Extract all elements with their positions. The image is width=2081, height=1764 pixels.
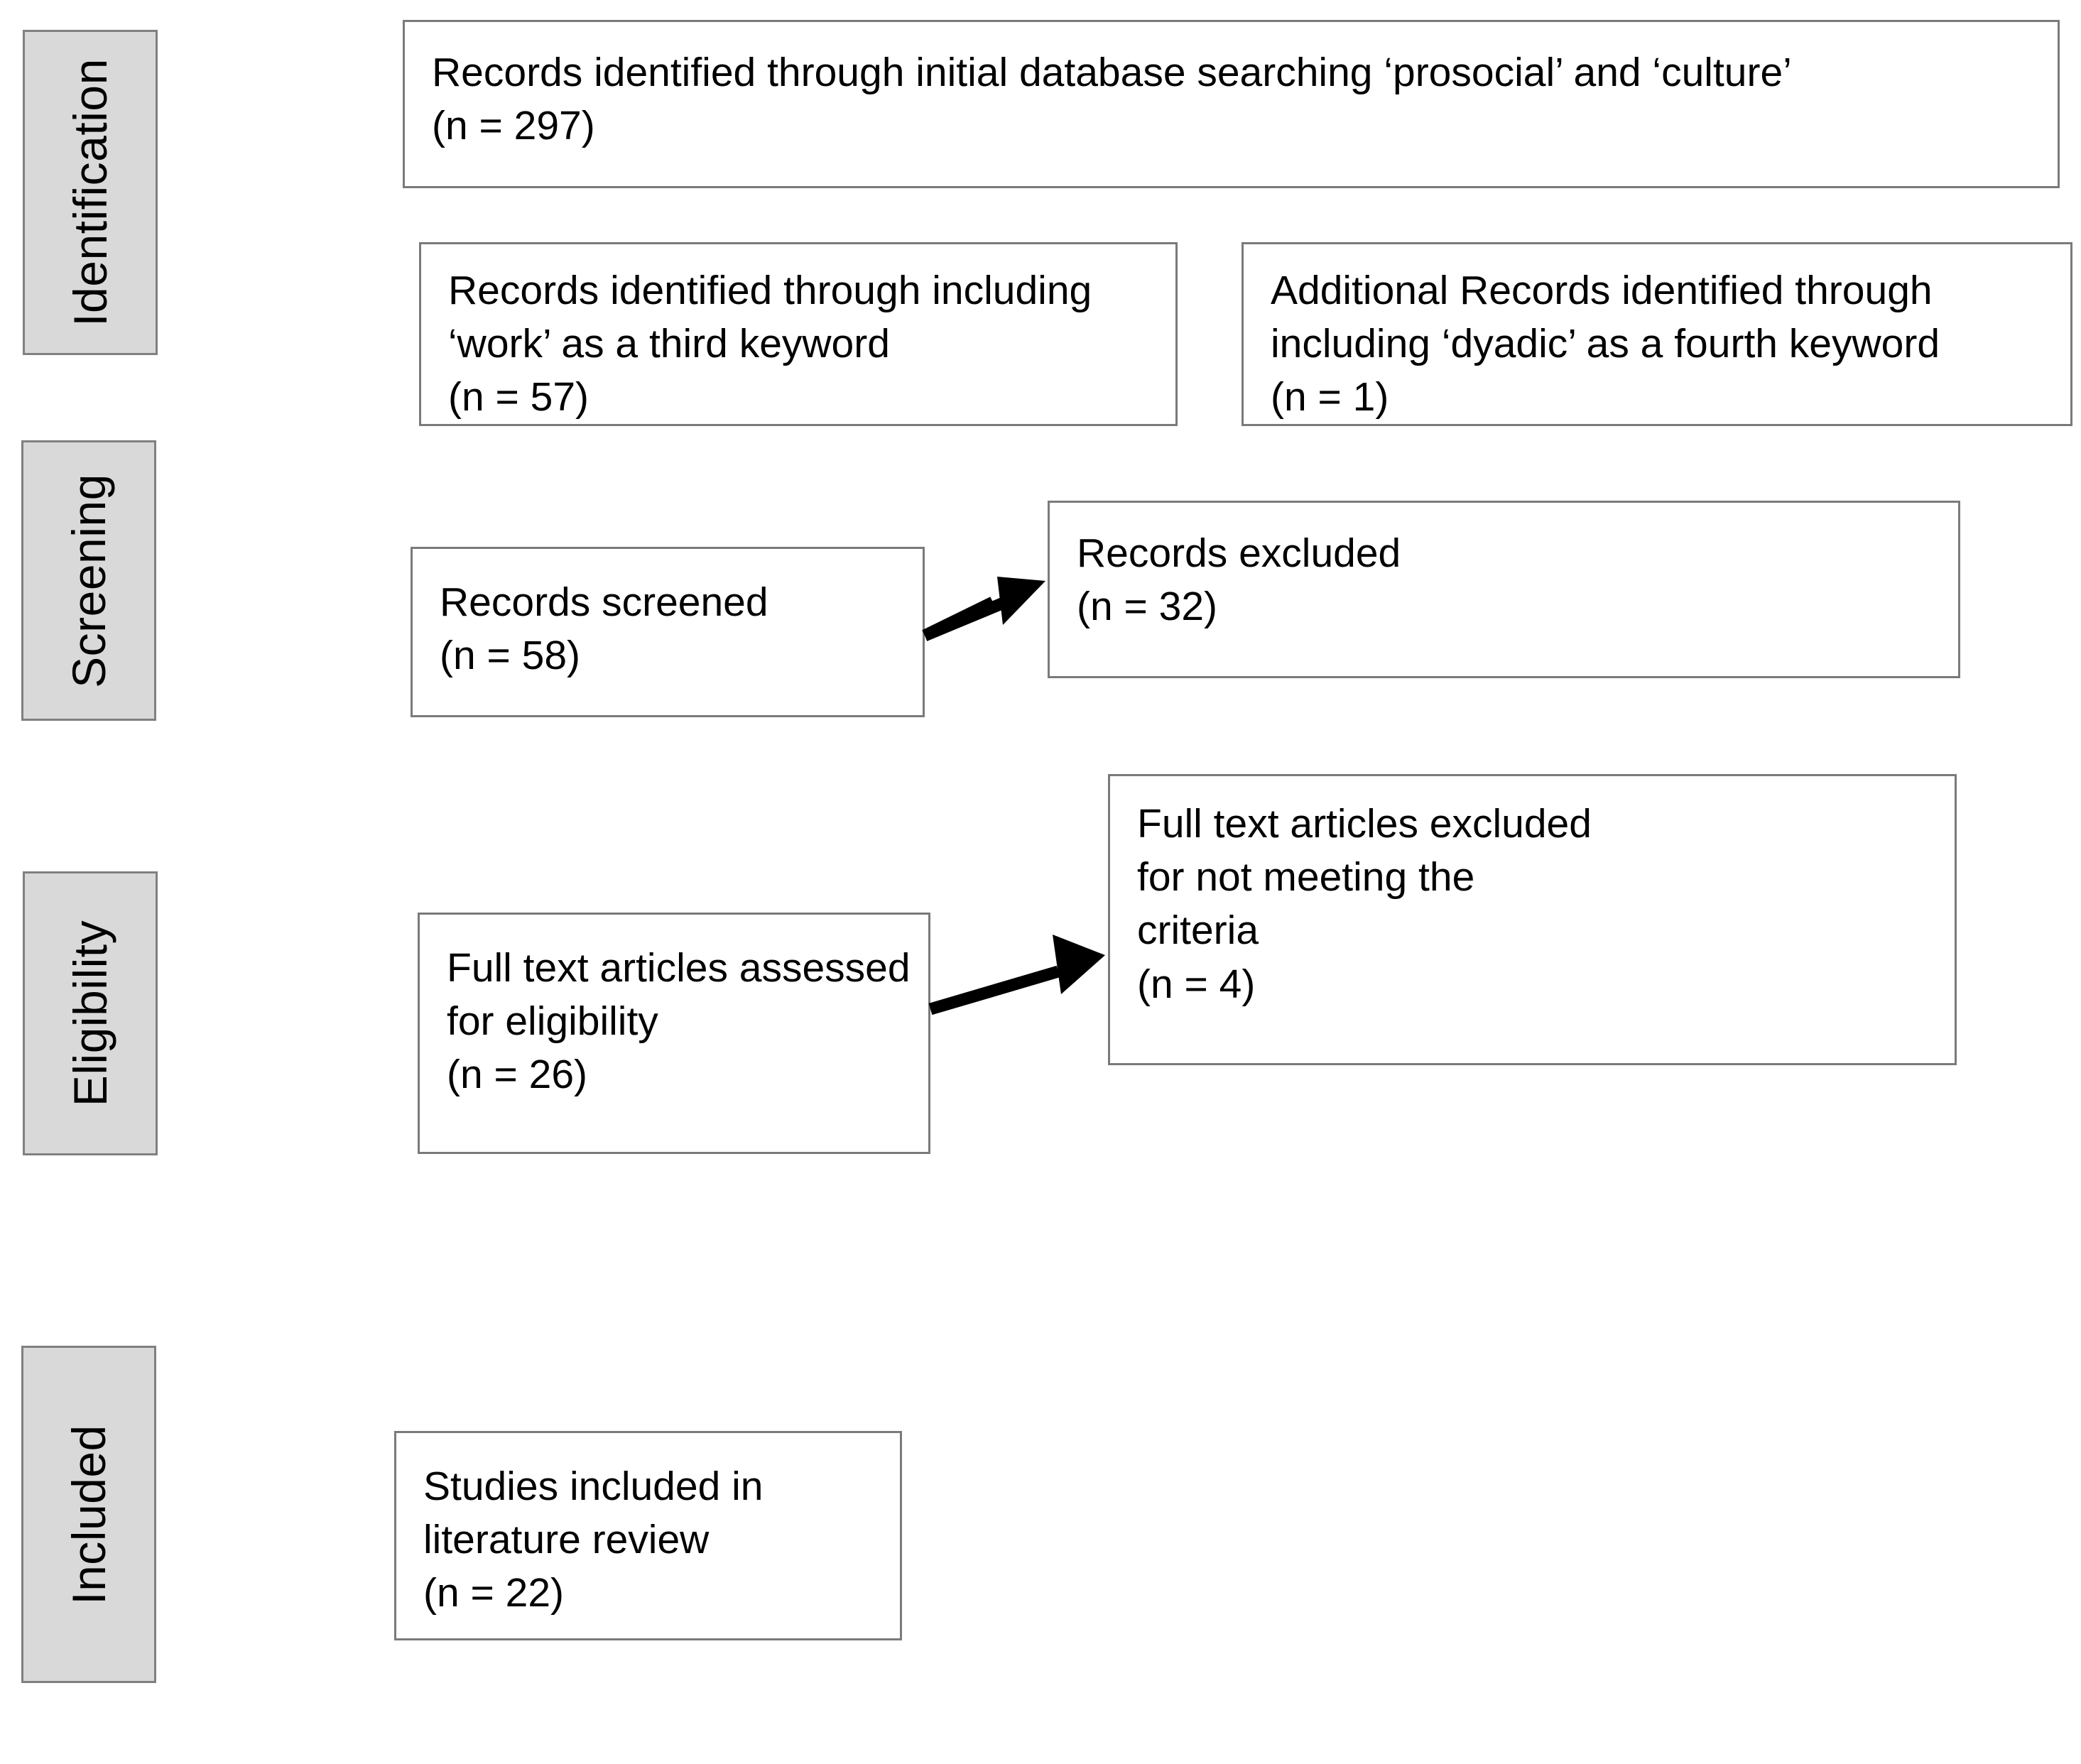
box-fulltext-excluded-text: Full text articles excluded for not meet…	[1137, 801, 1592, 1007]
stage-label-screening: Screening	[63, 473, 116, 688]
arrow-assessed-to-excluded	[928, 935, 1105, 1016]
stage-label-eligibility: Eligibility	[64, 920, 116, 1107]
box-records-identified-third-keyword: Records identified through including ‘wo…	[419, 242, 1178, 426]
box-studies-included: Studies included in literature review (n…	[394, 1431, 902, 1640]
box-records-identified-fourth-keyword: Additional Records identified through in…	[1241, 242, 2072, 426]
box-records-screened-text: Records screened (n = 58)	[440, 579, 768, 679]
stage-label-identification: Identification	[64, 58, 117, 327]
box-fulltext-assessed: Full text articles assessed for eligibil…	[418, 913, 930, 1154]
box-records-identified-third-keyword-text: Records identified through including ‘wo…	[448, 268, 1092, 420]
stage-label-included: Included	[63, 1424, 115, 1605]
box-records-excluded: Records excluded (n = 32)	[1048, 501, 1960, 678]
box-fulltext-excluded: Full text articles excluded for not meet…	[1108, 774, 1957, 1065]
box-fulltext-assessed-text: Full text articles assessed for eligibil…	[447, 945, 911, 1098]
box-records-identified-initial: Records identified through initial datab…	[403, 20, 2060, 188]
box-records-screened: Records screened (n = 58)	[411, 547, 925, 717]
stage-box-identification: Identification	[23, 30, 158, 355]
stage-box-screening: Screening	[21, 440, 156, 721]
stage-box-included: Included	[21, 1346, 156, 1683]
arrow-screened-to-excluded	[922, 577, 1045, 641]
stage-box-eligibility: Eligibility	[23, 871, 158, 1155]
box-records-identified-fourth-keyword-text: Additional Records identified through in…	[1271, 268, 1940, 420]
box-records-excluded-text: Records excluded (n = 32)	[1077, 530, 1401, 630]
box-studies-included-text: Studies included in literature review (n…	[423, 1464, 764, 1616]
box-records-identified-initial-text: Records identified through initial datab…	[432, 50, 1792, 149]
